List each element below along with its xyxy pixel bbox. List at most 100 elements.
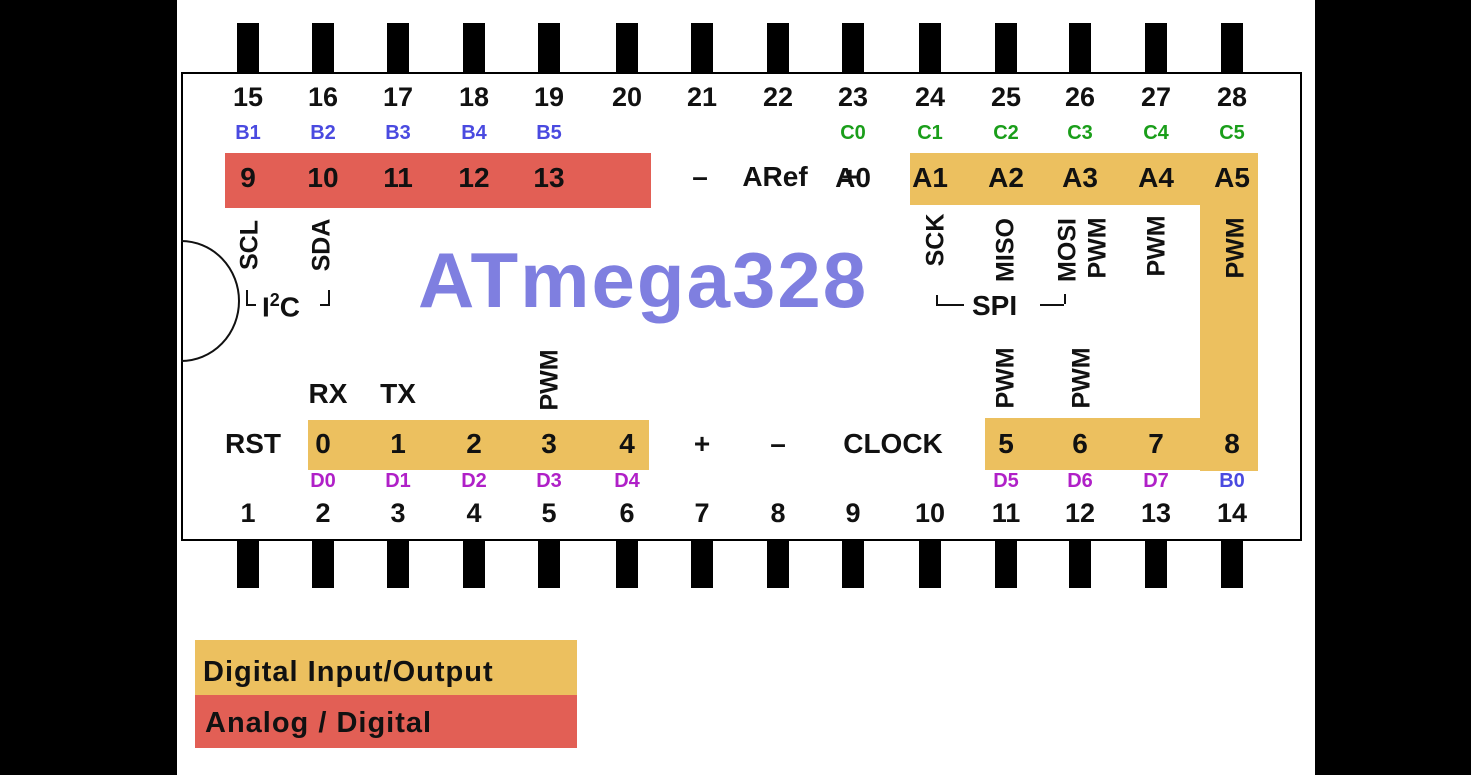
top-pin-port: C3: [1067, 122, 1093, 144]
bottom-pin-leg: [237, 541, 259, 588]
rx-label: RX: [308, 378, 348, 409]
spi-bracket-right: [1040, 304, 1064, 306]
top-pin-function: A4: [1138, 162, 1174, 193]
digital-bar-bottom-right: [985, 418, 1258, 470]
pwm-pin12-label: PWM: [1067, 347, 1096, 409]
bottom-pin-port: D0: [310, 470, 336, 492]
aref-label: ARef: [742, 161, 808, 192]
spi-bracket-right-v: [1064, 294, 1066, 304]
top-pin-number: 27: [1140, 82, 1172, 112]
bottom-pin-function: RST: [225, 428, 281, 459]
bottom-pin-leg: [312, 541, 334, 588]
legend-analog-swatch: [195, 695, 577, 748]
i2c-label: I2C: [262, 290, 301, 323]
pwm-pin16-label: PWM: [1142, 215, 1171, 277]
top-pin-leg: [1221, 23, 1243, 72]
top-pin-leg: [995, 23, 1017, 72]
pwm-pin15-label: PWM: [1221, 217, 1250, 279]
top-pin-port: B1: [235, 122, 261, 144]
bottom-pin-number: 4: [466, 498, 482, 528]
pwm-pin17-label: PWM: [1083, 217, 1112, 279]
top-pin-leg: [1069, 23, 1091, 72]
tx-label: TX: [380, 378, 416, 409]
top-pin-function: A0: [835, 162, 871, 193]
top-pin-port: C4: [1143, 122, 1169, 144]
spi-label: SPI: [972, 290, 1018, 321]
spi-bracket-left-v: [936, 295, 966, 305]
sck-label: SCK: [921, 213, 950, 267]
bottom-pin-number: 3: [390, 498, 406, 528]
bottom-pin-port: D4: [614, 470, 640, 492]
bottom-pin-number: 8: [770, 498, 786, 528]
top-pin-port: B4: [461, 122, 487, 144]
scl-label: SCL: [235, 220, 264, 270]
bottom-pin-leg: [767, 541, 789, 588]
miso-label: MISO: [991, 218, 1020, 282]
bottom-pin-leg: [463, 541, 485, 588]
bottom-pin-leg: [1145, 541, 1167, 588]
top-pin-port: C5: [1219, 122, 1245, 144]
bottom-pin-port: D7: [1143, 470, 1169, 492]
bottom-pin-number: 2: [315, 498, 331, 528]
top-pin-number: 19: [533, 82, 565, 112]
top-pin-number: 24: [914, 82, 946, 112]
top-pin-number: 21: [686, 82, 718, 112]
sda-label: SDA: [307, 218, 336, 272]
top-pin-function: A5: [1214, 162, 1250, 193]
bottom-pin-number: 14: [1216, 498, 1248, 528]
bottom-pin-number: 10: [914, 498, 946, 528]
bottom-pin-function: 8: [1224, 428, 1240, 459]
top-pin-function: A2: [988, 162, 1024, 193]
aref-plus: +: [841, 161, 859, 192]
top-pin-leg: [691, 23, 713, 72]
bottom-pin-function: 5: [998, 428, 1014, 459]
top-pin-function: 13: [533, 162, 565, 193]
top-pin-leg: [919, 23, 941, 72]
top-pin-port: B5: [536, 122, 562, 144]
bottom-pin-function: 2: [466, 428, 482, 459]
bottom-pin-function: 0: [315, 428, 331, 459]
top-pin-leg: [312, 23, 334, 72]
top-pin-leg: [1145, 23, 1167, 72]
bottom-pin-leg: [691, 541, 713, 588]
top-pin-number: 26: [1064, 82, 1096, 112]
bottom-pin-port: D1: [385, 470, 411, 492]
bottom-pin-number: 12: [1064, 498, 1096, 528]
bottom-pin-leg: [995, 541, 1017, 588]
top-pin-number: 28: [1216, 82, 1248, 112]
top-pin-number: 25: [990, 82, 1022, 112]
top-pin-leg: [616, 23, 638, 72]
legend-digital-swatch: [195, 640, 577, 695]
top-pin-function: 12: [458, 162, 490, 193]
bottom-pin-port: D2: [461, 470, 487, 492]
bottom-pin-leg: [387, 541, 409, 588]
bottom-pin-function: 3: [541, 428, 557, 459]
i2c-bracket-left: [246, 290, 256, 306]
top-pin-leg: [387, 23, 409, 72]
bottom-pin-function: 4: [619, 428, 635, 459]
i2c-bracket-right: [320, 290, 330, 306]
bottom-pin-number: 5: [541, 498, 557, 528]
top-pin-port: C0: [840, 122, 866, 144]
top-pin-leg: [842, 23, 864, 72]
analog-bar: [225, 153, 651, 208]
digital-bar-bottom-left: [308, 420, 649, 470]
top-pin-leg: [538, 23, 560, 72]
legend-analog-label: Analog / Digital: [205, 707, 433, 739]
top-pin-port: B3: [385, 122, 411, 144]
top-pin-number: 15: [232, 82, 264, 112]
bottom-pin-leg: [919, 541, 941, 588]
bottom-pin-function: CLOCK: [843, 428, 943, 459]
pwm-pin5-label: PWM: [535, 349, 564, 411]
top-pin-function: A1: [912, 162, 948, 193]
notch-icon: [181, 240, 240, 362]
top-pin-number: 22: [762, 82, 794, 112]
top-pin-port: C2: [993, 122, 1019, 144]
top-pin-function: 11: [383, 162, 413, 193]
top-pin-leg: [767, 23, 789, 72]
top-pin-number: 17: [382, 82, 414, 112]
top-pin-number: 20: [611, 82, 643, 112]
bottom-pin-function: +: [693, 428, 711, 459]
top-pin-leg: [237, 23, 259, 72]
top-pin-number: 16: [307, 82, 339, 112]
